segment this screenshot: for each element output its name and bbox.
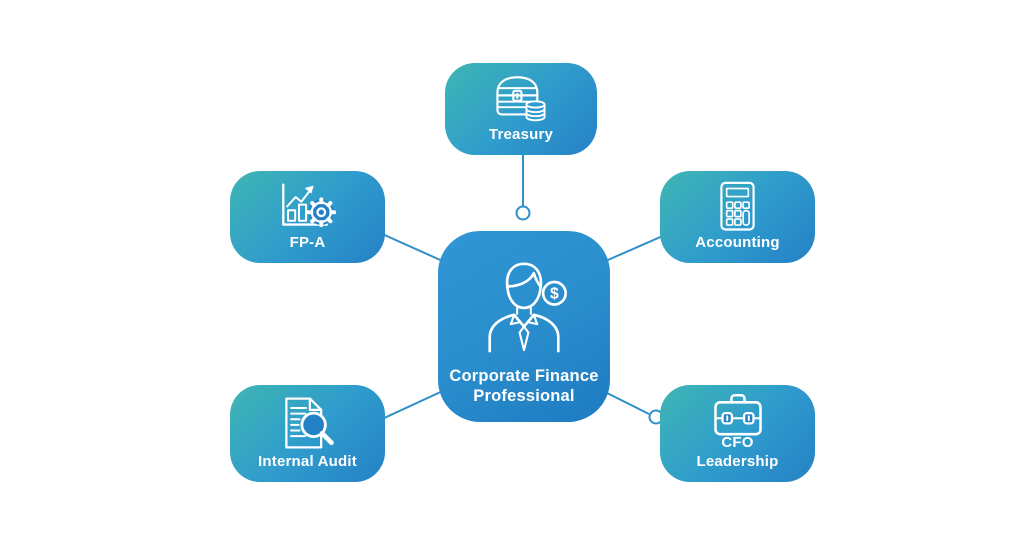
internal-audit-icon-wrap [273, 394, 343, 453]
calculator-icon [720, 181, 755, 231]
node-treasury: Treasury [445, 63, 597, 155]
connector-fp-a [379, 232, 448, 264]
treasury-icon-wrap [486, 72, 556, 126]
document-magnifier-icon [284, 397, 334, 449]
node-accounting: Accounting [660, 171, 815, 263]
node-fp-a: FP-A [230, 171, 385, 263]
connector-internal-audit [379, 388, 448, 421]
magnifier-handle [319, 431, 334, 446]
node-internal-audit: Internal Audit [230, 385, 385, 482]
treasure-chest-icon [496, 76, 546, 122]
connector-accounting [600, 234, 666, 264]
fp-a-icon-wrap [270, 180, 346, 234]
node-corporate-finance-professional: $ Corporate Finance Professional [438, 231, 610, 422]
node-label-internal-audit: Internal Audit [258, 452, 357, 470]
node-label-treasury: Treasury [488, 125, 554, 143]
connector-endpoint-circle-treasury [515, 205, 531, 221]
node-label-cfo-leadership: CFO Leadership [696, 434, 779, 470]
businessperson-dollar-icon: $ [488, 262, 567, 353]
cfo-icon-wrap [708, 393, 768, 436]
center-icon-wrap: $ [475, 245, 573, 367]
bar-chart-growth-gear-icon [281, 183, 336, 228]
connector-cfo-leadership [600, 389, 650, 415]
node-label-accounting: Accounting [695, 233, 780, 251]
node-cfo-leadership: CFO Leadership [660, 385, 815, 482]
arrowhead [304, 185, 314, 195]
node-label-fp-a: FP-A [289, 233, 326, 251]
node-label-center: Corporate Finance Professional [449, 367, 599, 406]
magnifier-lens [299, 412, 327, 439]
briefcase-icon [713, 393, 762, 436]
accounting-icon-wrap [715, 180, 760, 234]
dollar-sign: $ [550, 286, 559, 303]
